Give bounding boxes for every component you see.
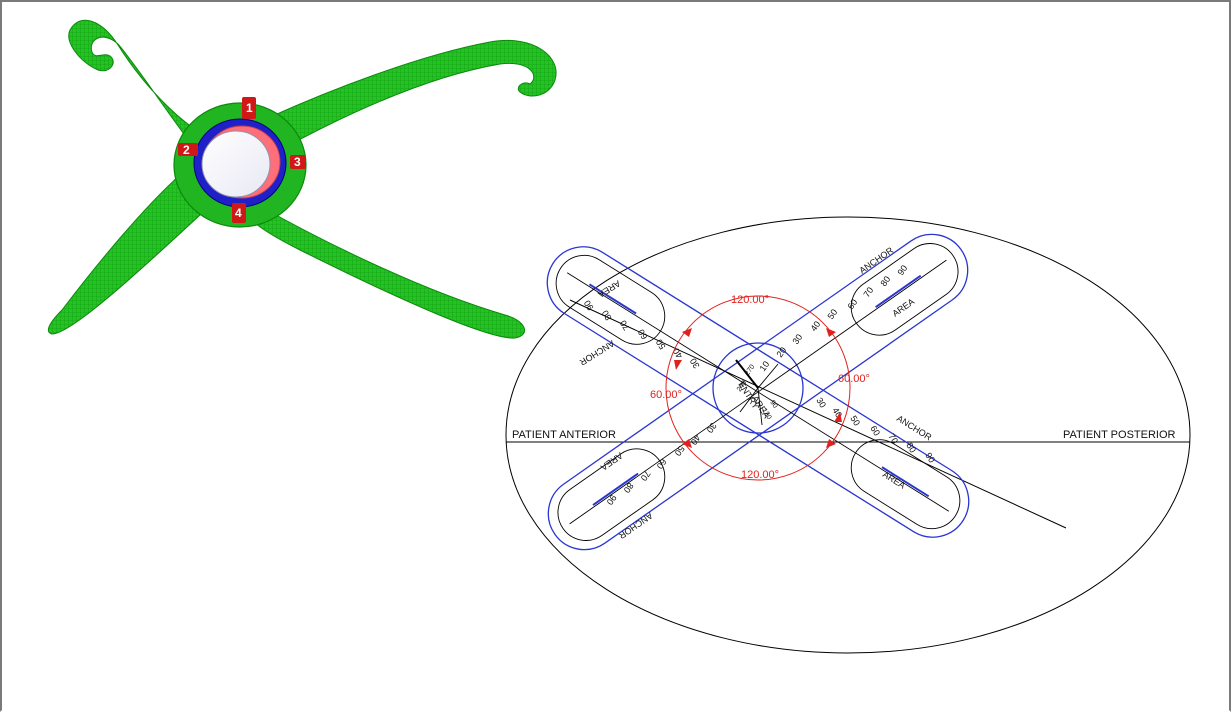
svg-text:10: 10 [757,359,771,373]
arm-outline-nw-se [546,246,970,538]
svg-text:80: 80 [904,441,918,455]
svg-text:90: 90 [895,263,909,277]
angle-label-left: 60.00° [650,389,682,401]
device-arm-upper-right [267,40,557,151]
svg-text:90: 90 [923,451,937,465]
device-clip-right [290,155,306,169]
svg-text:40: 40 [689,433,703,447]
svg-text:90: 90 [582,298,596,312]
device-model-image: 1 2 3 4 [47,19,557,339]
svg-text:20: 20 [774,345,788,359]
angle-arrows [674,328,842,448]
svg-text:60: 60 [636,327,650,341]
svg-text:50: 50 [848,414,862,428]
svg-text:70: 70 [618,318,632,332]
svg-text:80: 80 [878,274,892,288]
anchor-label-ul: ANCHOR [577,338,616,367]
svg-text:80: 80 [622,481,636,495]
device-clip-bottom [232,203,246,223]
svg-text:50: 50 [825,307,839,321]
svg-text:50: 50 [673,444,687,458]
angle-label-bottom: 120.00° [741,469,779,481]
device-clip-top [242,97,256,119]
device-arm-lower-right [244,204,526,339]
device-mark-4: 4 [235,206,242,220]
center-tick-270: 270 [744,363,756,377]
area-label-ll: AREA [599,450,625,472]
angle-label-right: 60.00° [838,373,870,385]
svg-text:70: 70 [639,469,653,483]
svg-text:30: 30 [705,421,719,435]
device-mark-3: 3 [294,155,301,169]
svg-text:30: 30 [790,332,804,346]
svg-text:60: 60 [845,297,859,311]
anchor-label-ll: ANCHOR [616,510,654,541]
center-tick-90: 90 [768,399,778,409]
template-drawing: PATIENT ANTERIOR PATIENT POSTERIOR [505,216,1191,654]
svg-text:30: 30 [814,396,828,410]
device-arm-upper-left [68,19,213,151]
area-label-ur: AREA [890,296,916,318]
device-arm-lower-left [47,167,201,335]
angle-circle [665,295,851,481]
device-hub-bore [201,130,271,198]
patient-anterior-label: PATIENT ANTERIOR [512,429,616,441]
svg-text:70: 70 [861,285,875,299]
diagonal-reference-line [569,299,1067,529]
patient-posterior-label: PATIENT POSTERIOR [1063,429,1176,441]
svg-text:80: 80 [600,308,614,322]
svg-text:90: 90 [605,493,619,507]
area-label-lr: AREA [881,469,907,490]
device-clip-left [178,143,198,156]
device-mark-1: 1 [246,101,253,115]
entry-circle [712,342,804,434]
device-mark-2: 2 [183,143,190,157]
svg-text:70: 70 [886,432,900,446]
svg-text:60: 60 [655,457,669,471]
svg-text:50: 50 [654,337,668,351]
angle-label-top: 120.00° [731,294,769,306]
anchor-label-ur: ANCHOR [857,245,895,276]
patient-ellipse [505,216,1191,654]
svg-text:30: 30 [688,356,702,370]
svg-text:40: 40 [808,319,822,333]
scale-lower-left: 30 40 50 60 70 80 90 ANCHOR AREA [599,421,719,541]
svg-text:60: 60 [868,424,882,438]
